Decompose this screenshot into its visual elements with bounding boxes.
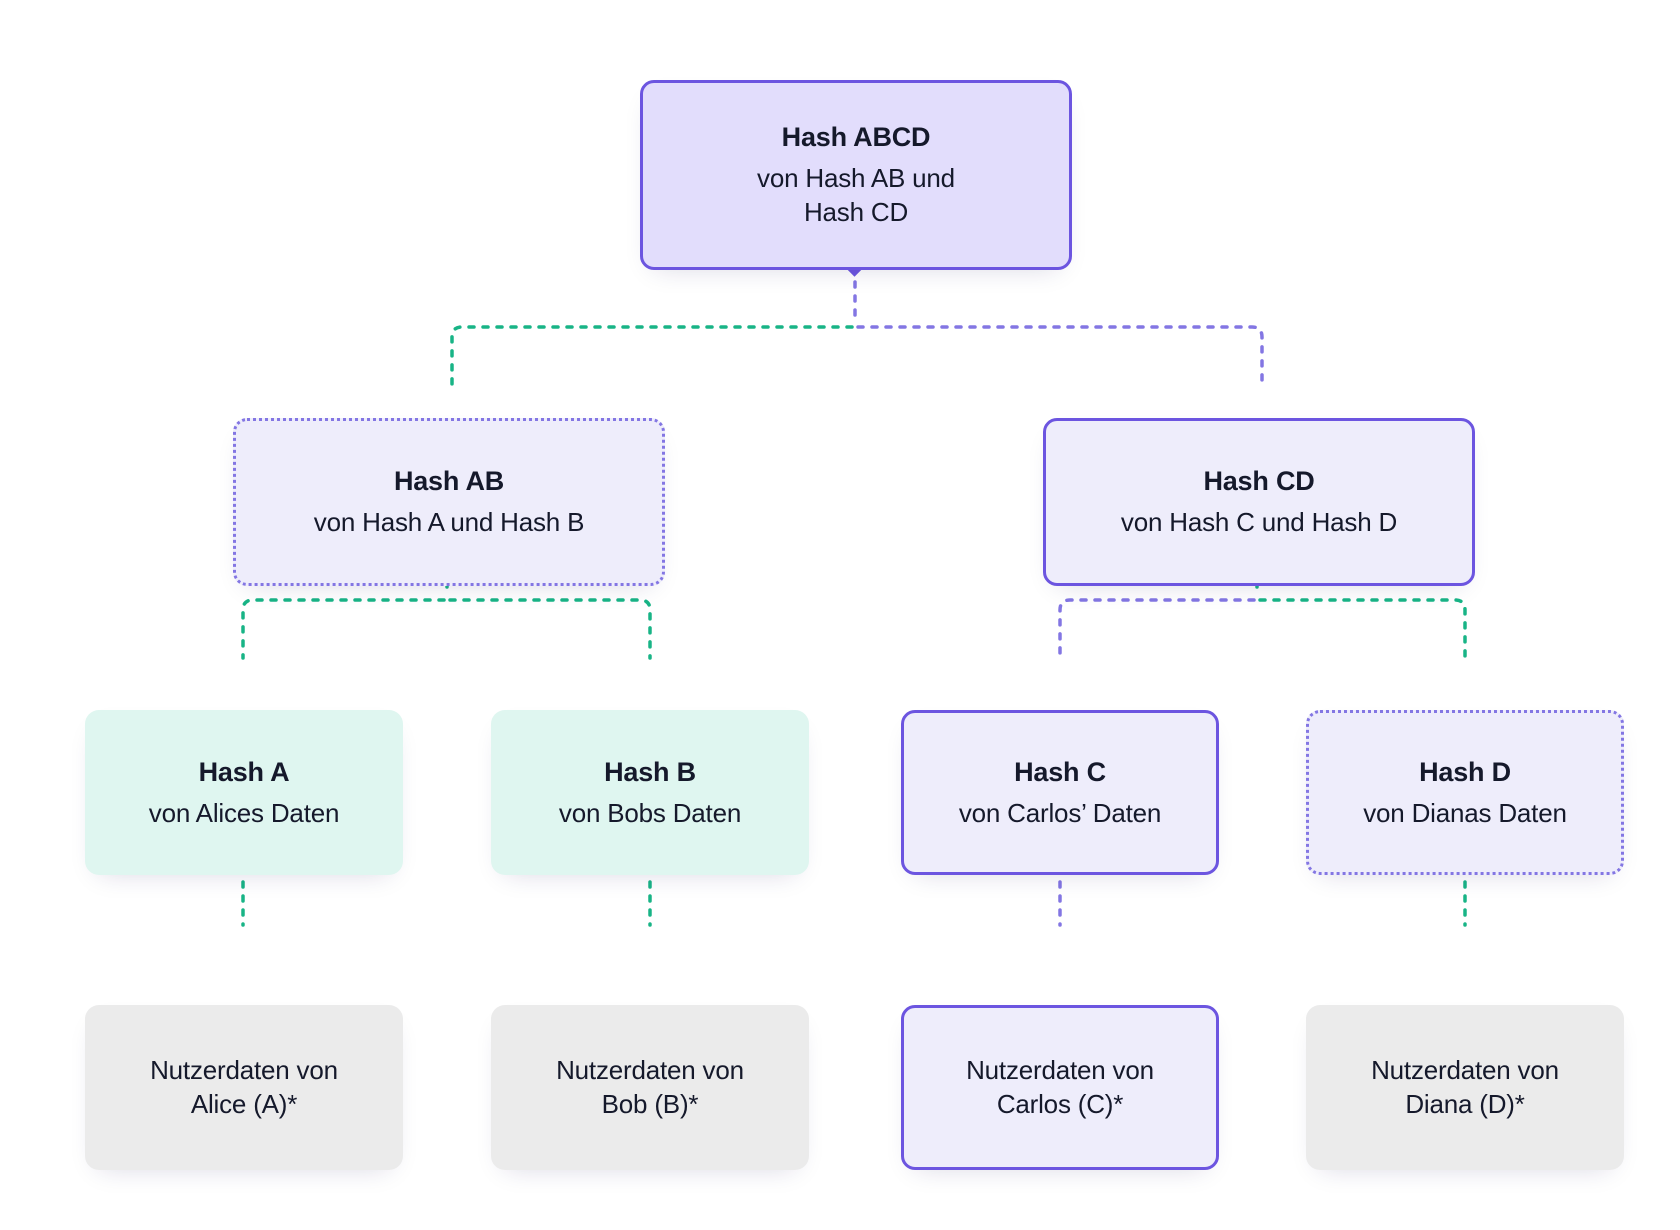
wire-root-to-ab <box>450 325 854 390</box>
wire-cd-to-d <box>1258 598 1467 660</box>
node-hash-cd[interactable]: Hash CD von Hash C und Hash D <box>1043 418 1475 586</box>
node-title: Hash C <box>1014 756 1106 787</box>
node-subtitle-line2: Carlos (C)* <box>996 1088 1124 1119</box>
node-title: Hash ABCD <box>781 122 931 153</box>
node-subtitle-line1: Nutzerdaten von <box>1371 1054 1559 1085</box>
node-data-alice[interactable]: Nutzerdaten von Alice (A)* <box>85 1005 403 1170</box>
node-subtitle-line2: Bob (B)* <box>601 1088 699 1119</box>
wire-root-to-cd <box>856 325 1264 390</box>
node-title: Hash A <box>198 756 290 787</box>
node-subtitle-line2: Hash CD <box>803 197 909 228</box>
node-hash-ab[interactable]: Hash AB von Hash A und Hash B <box>233 418 665 586</box>
wire-cd-to-c <box>1058 598 1256 660</box>
node-subtitle-line1: von Hash C und Hash D <box>1120 507 1398 538</box>
wire-ab-to-a <box>241 598 446 660</box>
node-subtitle-line1: von Bobs Daten <box>558 797 742 828</box>
wire-ab-to-b <box>448 598 652 660</box>
node-hash-b[interactable]: Hash B von Bobs Daten <box>491 710 809 875</box>
node-title: Hash AB <box>393 466 505 497</box>
node-data-diana[interactable]: Nutzerdaten von Diana (D)* <box>1306 1005 1624 1170</box>
node-subtitle-line1: Nutzerdaten von <box>966 1054 1154 1085</box>
node-subtitle-line1: von Carlos’ Daten <box>958 797 1162 828</box>
node-hash-a[interactable]: Hash A von Alices Daten <box>85 710 403 875</box>
node-subtitle-line1: von Alices Daten <box>148 797 340 828</box>
node-data-bob[interactable]: Nutzerdaten von Bob (B)* <box>491 1005 809 1170</box>
node-subtitle-line1: von Dianas Daten <box>1363 797 1567 828</box>
node-data-carlos[interactable]: Nutzerdaten von Carlos (C)* <box>901 1005 1219 1170</box>
node-title: Hash CD <box>1203 466 1315 497</box>
node-title: Hash B <box>604 756 696 787</box>
node-hash-c[interactable]: Hash C von Carlos’ Daten <box>901 710 1219 875</box>
node-subtitle-line1: Nutzerdaten von <box>556 1054 744 1085</box>
node-subtitle-line1: von Hash A und Hash B <box>313 507 585 538</box>
node-hash-d[interactable]: Hash D von Dianas Daten <box>1306 710 1624 875</box>
node-subtitle-line1: von Hash AB und <box>757 163 955 194</box>
node-subtitle-line2: Alice (A)* <box>190 1088 298 1119</box>
node-subtitle-line1: Nutzerdaten von <box>150 1054 338 1085</box>
node-hash-abcd[interactable]: Hash ABCD von Hash AB und Hash CD <box>640 80 1072 270</box>
node-subtitle-line2: Diana (D)* <box>1405 1088 1525 1119</box>
node-title: Hash D <box>1419 756 1511 787</box>
